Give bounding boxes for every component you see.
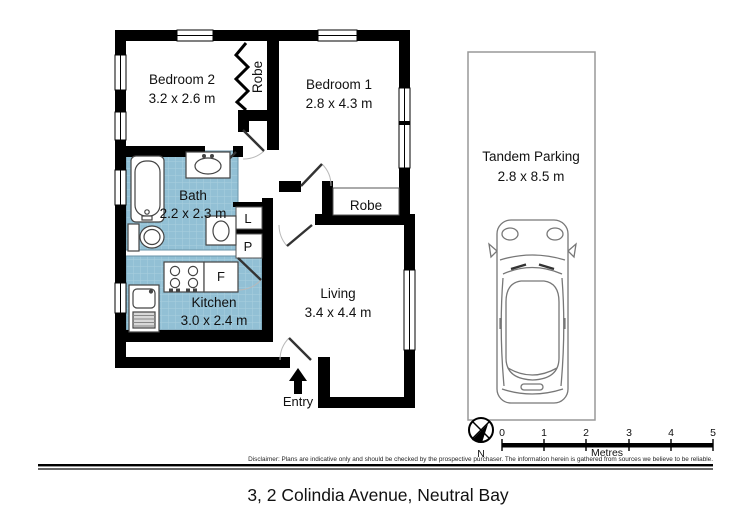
compass-north-label: N: [477, 448, 485, 460]
kitchen-dims: 3.0 x 2.4 m: [181, 313, 248, 328]
car-mirror-left: [488, 242, 498, 259]
stove-icon: [163, 261, 205, 293]
scale-tick-1: 1: [541, 427, 547, 439]
closets: [233, 202, 273, 259]
bedroom1-dims: 2.8 x 4.3 m: [306, 96, 373, 111]
windows: [114, 29, 416, 351]
fixture-letter-labels: L P F Entry N: [217, 211, 485, 460]
entry-arrow-icon: [289, 368, 307, 394]
window-left-3: [114, 169, 127, 206]
basin-icon: [185, 151, 231, 179]
scale-tick-0: 0: [499, 427, 505, 439]
fridge-space: [203, 261, 239, 293]
window-left-4: [114, 282, 127, 314]
robe-bifold-doors: [233, 42, 251, 112]
kitchen-fixtures: [128, 261, 239, 333]
window-left-2: [114, 111, 127, 141]
parking-name: Tandem Parking: [482, 149, 580, 164]
living-dims: 3.4 x 4.4 m: [305, 305, 372, 320]
room-labels: Bedroom 2 3.2 x 2.6 m Bedroom 1 2.8 x 4.…: [149, 61, 580, 328]
bath-fixtures: [127, 151, 237, 252]
scale-tick-2: 2: [583, 427, 589, 439]
kitchen-name: Kitchen: [191, 295, 236, 310]
disclaimer-text: Disclaimer: Plans are indicative only an…: [248, 456, 713, 463]
window-living-right: [403, 269, 416, 351]
bath-dims: 2.2 x 2.3 m: [160, 206, 227, 221]
bedroom2-name: Bedroom 2: [149, 72, 215, 87]
page-title: 3, 2 Colindia Avenue, Neutral Bay: [247, 485, 509, 505]
scale-tick-3: 3: [626, 427, 632, 439]
car-illustration: [488, 219, 577, 404]
entry-label: Entry: [283, 394, 314, 409]
fridge-label: F: [217, 269, 225, 284]
living-name: Living: [320, 286, 355, 301]
car-mirror-right: [567, 242, 577, 259]
scale-unit-label: Metres: [591, 447, 623, 459]
window-top-bedroom2: [176, 29, 214, 42]
scale-tick-5: 5: [710, 427, 716, 439]
toilet-icon: [127, 223, 165, 252]
parking-dims: 2.8 x 8.5 m: [498, 169, 565, 184]
doors: [204, 129, 332, 361]
scale-tick-4: 4: [668, 427, 674, 439]
robe-bedroom2-label: Robe: [250, 61, 265, 93]
window-top-bedroom1: [317, 29, 358, 42]
unit-walls: [115, 30, 415, 408]
compass-icon: [468, 417, 494, 443]
bedroom2-dims: 3.2 x 2.6 m: [149, 91, 216, 106]
bath-name: Bath: [179, 188, 207, 203]
robe-bedroom1-box: [332, 187, 400, 216]
window-bedroom1-right: [398, 87, 411, 169]
vanity-icon: [205, 215, 237, 246]
pantry-label: P: [244, 239, 253, 254]
linen-label: L: [244, 211, 251, 226]
kitchen-sink-icon: [128, 284, 160, 333]
robe-bedroom1-label: Robe: [350, 198, 382, 213]
scale-bar: 0 1 2 3 4 5 Metres: [499, 427, 716, 459]
bathtub-icon: [130, 155, 165, 223]
window-left-1: [114, 54, 127, 91]
divider-rule: [38, 464, 713, 470]
bedroom1-name: Bedroom 1: [306, 77, 372, 92]
car-body: [496, 219, 569, 404]
